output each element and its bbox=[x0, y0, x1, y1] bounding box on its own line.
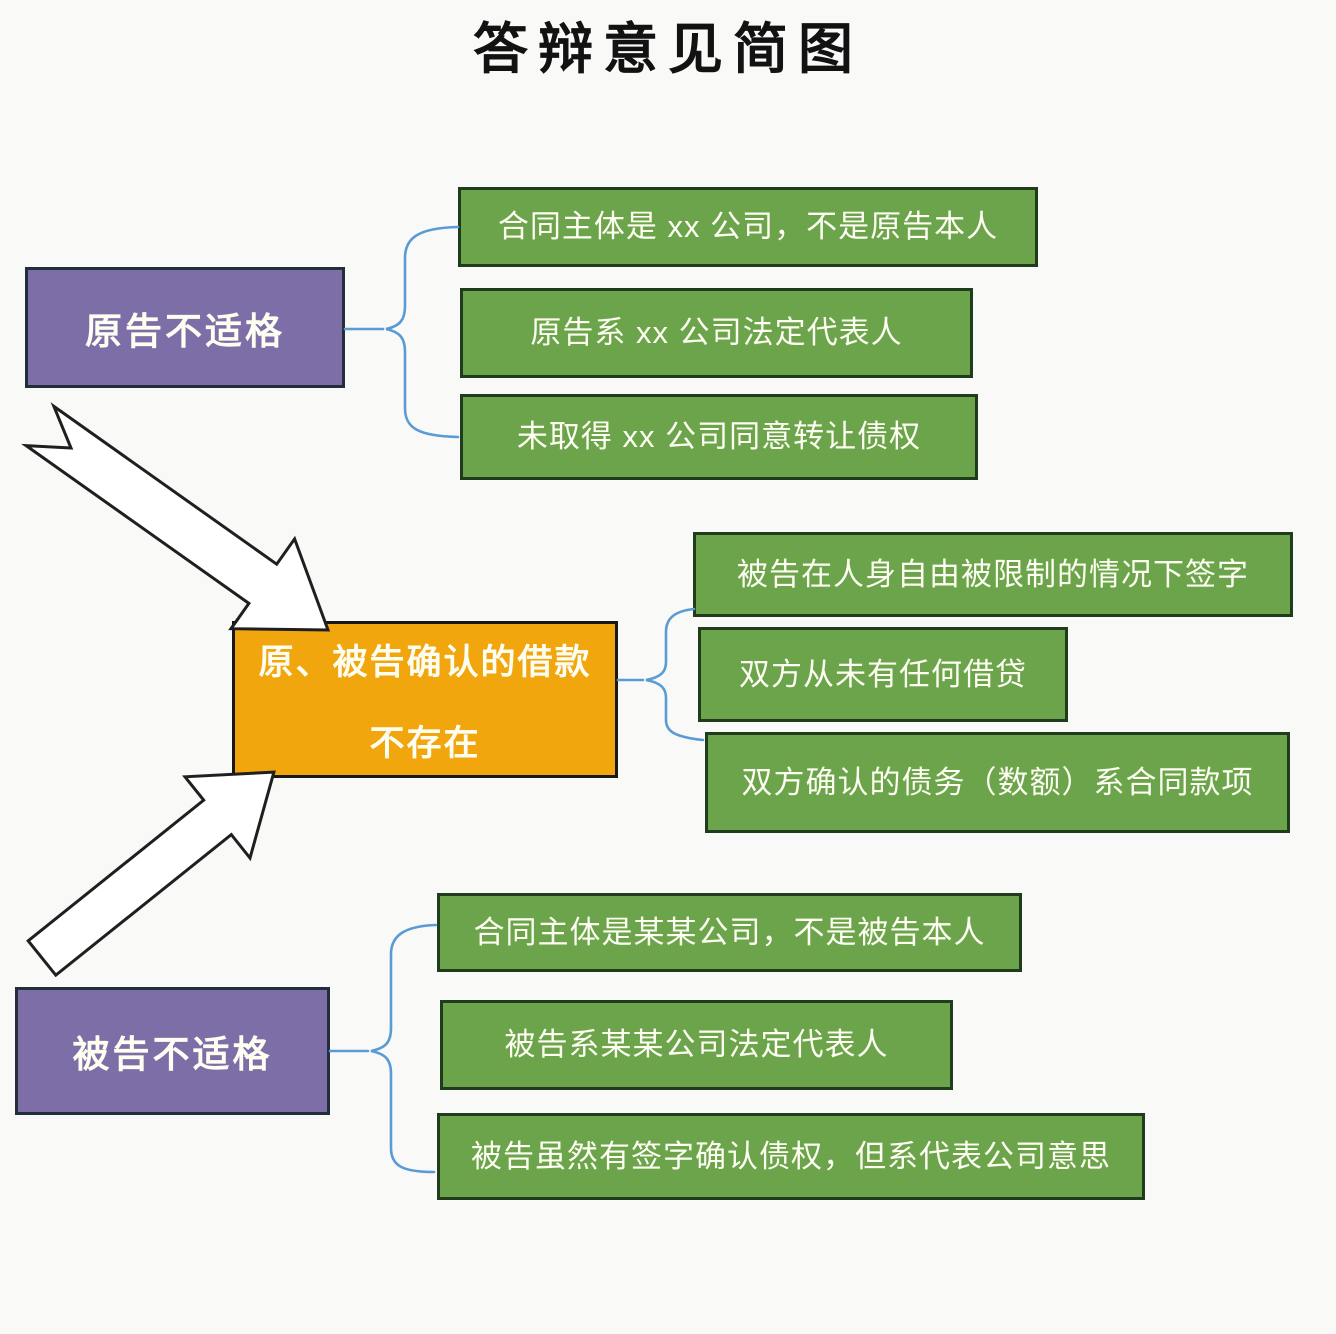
arrow-plaintiff-to-loan-icon bbox=[20, 402, 331, 632]
node-defendant-reason-2: 被告系某某公司法定代表人 bbox=[440, 1000, 953, 1090]
node-defendant-unqualified: 被告不适格 bbox=[15, 987, 330, 1115]
node-defendant-reason-1: 合同主体是某某公司，不是被告本人 bbox=[437, 893, 1022, 972]
page-title: 答辩意见简图 bbox=[472, 19, 863, 80]
node-plaintiff-reason-2: 原告系 xx 公司法定代表人 bbox=[460, 288, 973, 378]
brace-connector-loan bbox=[616, 607, 705, 742]
node-plaintiff-reason-3: 未取得 xx 公司同意转让债权 bbox=[460, 394, 978, 480]
loan-label-line1: 原、被告确认的借款 bbox=[258, 642, 592, 682]
node-loan-reason-2: 双方从未有任何借贷 bbox=[698, 627, 1068, 722]
node-loan-nonexistent: 原、被告确认的借款 不存在 bbox=[232, 621, 618, 778]
node-loan-reason-3: 双方确认的债务（数额）系合同款项 bbox=[705, 732, 1290, 833]
node-plaintiff-reason-1: 合同主体是 xx 公司，不是原告本人 bbox=[458, 187, 1038, 267]
node-plaintiff-unqualified: 原告不适格 bbox=[25, 267, 345, 388]
brace-connector-plaintiff bbox=[343, 225, 460, 439]
arrow-defendant-to-loan-icon bbox=[26, 770, 276, 978]
loan-label-line2: 不存在 bbox=[369, 723, 481, 763]
brace-connector-defendant bbox=[328, 923, 438, 1174]
node-defendant-reason-3: 被告虽然有签字确认债权，但系代表公司意思 bbox=[437, 1113, 1145, 1200]
node-loan-reason-1: 被告在人身自由被限制的情况下签字 bbox=[693, 532, 1293, 617]
